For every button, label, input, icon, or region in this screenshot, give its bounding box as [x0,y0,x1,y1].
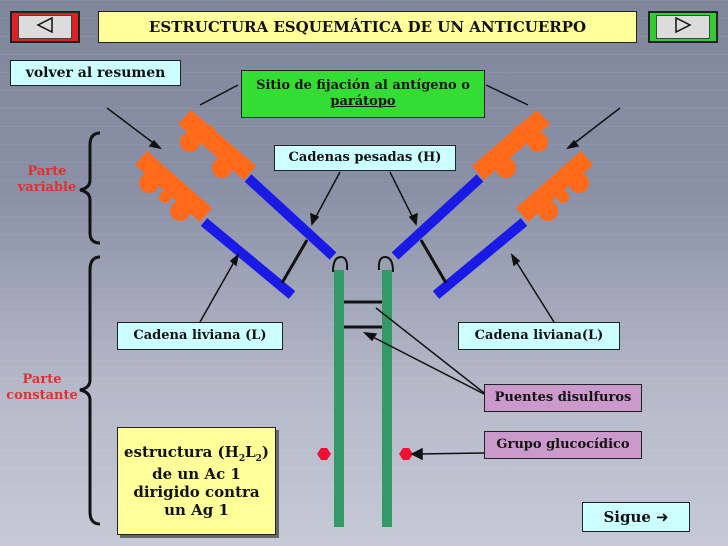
variable-region-right [472,110,593,222]
pointer-lines [106,84,621,461]
structure-line2: de un Ac 1 [152,464,241,483]
glyco-group-text: Grupo glucocídico [496,437,630,453]
triangle-right-icon [673,16,693,38]
light-chain-arm-left [200,218,296,299]
variable-brace [79,131,101,245]
page-title: ESTRUCTURA ESQUEMÁTICA DE UN ANTICUERPO [98,11,637,43]
arrow-right-icon: ➜ [655,508,669,526]
back-to-summary-label: volver al resumen [25,64,166,81]
next-button[interactable]: Sigue ➜ [582,502,690,532]
disulfide-bridges-label: Puentes disulfuros [484,384,642,412]
light-chain-right-text: Cadena liviana(L) [474,328,604,344]
interchain-bond-right [419,239,448,284]
variable-part-label: Parte variable [14,164,80,195]
constant-part-label: Parte constante [4,372,80,403]
heavy-chain-stem-right [377,255,394,527]
structure-line1: estructura (H2L2) [124,443,269,465]
heavy-chain-arm-left [244,174,337,260]
next-slide-button[interactable] [648,11,718,43]
light-chain-left-text: Cadena liviana (L) [133,328,267,344]
light-chain-left-label: Cadena liviana (L) [117,322,283,350]
constant-brace [79,255,101,526]
structure-prefix: estructura (H [124,443,239,462]
structure-suffix: ) [261,443,269,462]
binding-site-line2: parátopo [330,94,396,109]
constant-part-line1: Parte [22,372,62,387]
variable-part-line1: Parte [27,164,67,179]
binding-site-label: Sitio de fijación al antígeno o parátopo [241,70,485,118]
light-chain-arm-right [432,218,528,299]
heavy-chain-arm-right [391,174,484,260]
variable-region-left [135,110,256,222]
glyco-group-left [317,448,331,460]
variable-part-line2: variable [17,179,77,195]
triangle-left-icon [35,16,55,38]
light-chain-right-label: Cadena liviana(L) [458,322,620,350]
glyco-group-right [399,448,413,460]
heavy-chains-label: Cadenas pesadas (H) [274,145,456,171]
structure-mid: L [245,443,256,462]
next-button-label: Sigue [603,508,651,526]
heavy-chain-stem-left [332,255,349,527]
structure-line4: un Ag 1 [164,500,229,519]
structure-line3: dirigido contra [133,482,260,501]
back-to-summary-link[interactable]: volver al resumen [10,60,181,86]
structure-sub2: 2 [255,454,262,465]
binding-site-line1: Sitio de fijación al antígeno o [256,78,470,94]
interchain-bond-left [280,239,309,284]
structure-info-box: estructura (H2L2) de un Ac 1 dirigido co… [117,427,276,535]
prev-slide-button[interactable] [10,11,80,43]
disulfide-bridges-text: Puentes disulfuros [494,390,632,406]
heavy-chains-text: Cadenas pesadas (H) [288,150,442,166]
structure-sub1: 2 [238,454,246,465]
page-title-text: ESTRUCTURA ESQUEMÁTICA DE UN ANTICUERPO [148,18,587,36]
glyco-group-label: Grupo glucocídico [484,431,642,459]
constant-part-line2: constante [6,387,78,403]
